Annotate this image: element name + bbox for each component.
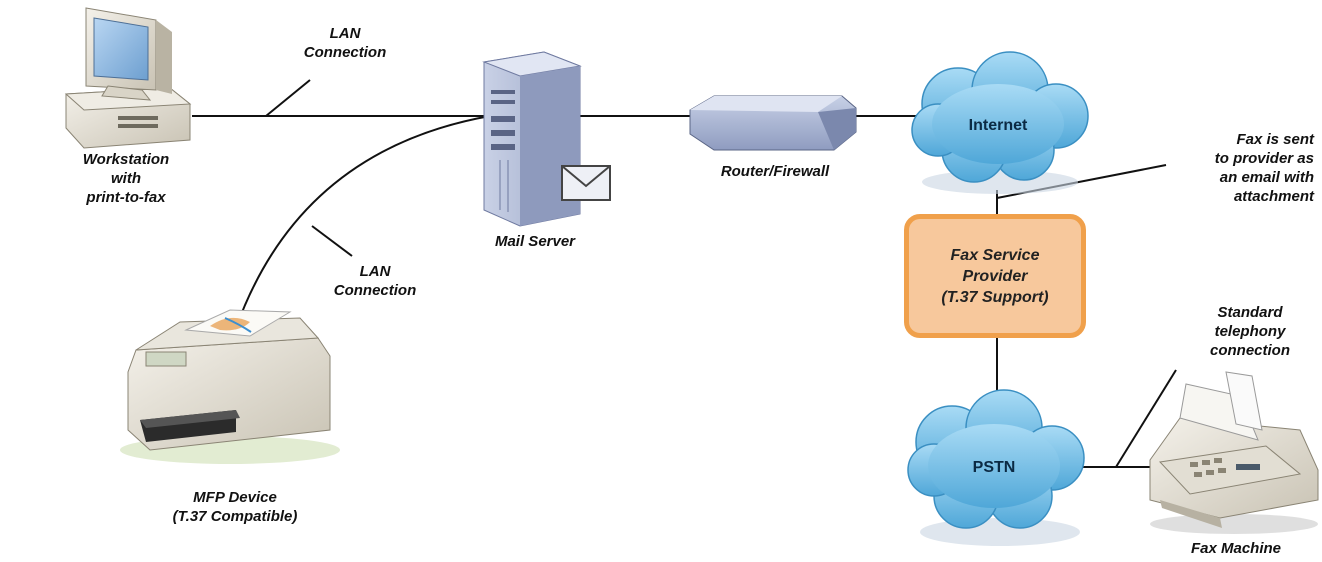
mfp-label-line-2: (T.37 Compatible) (172, 508, 298, 525)
workstation-label: Workstation with print-to-fax (66, 150, 186, 207)
lan-top-label-pointer (265, 79, 311, 117)
email-note-line-3: an email with (1219, 169, 1314, 186)
email-note-line-2: to provider as (1214, 150, 1314, 167)
fax-machine-icon (1149, 371, 1319, 534)
router-label: Router/Firewall (700, 162, 850, 181)
telephony-note-pointer (1115, 369, 1177, 468)
email-note-label: Fax is sent to provider as an email with… (1164, 130, 1314, 206)
mfp-label: MFP Device (T.37 Compatible) (145, 488, 325, 526)
mfp-label-line-1: MFP Device (193, 489, 277, 506)
envelope-icon (561, 165, 611, 201)
lan-top-label-line-1: LAN (329, 25, 361, 42)
workstation-icon (64, 7, 192, 149)
workstation-label-line-1: Workstation (82, 151, 170, 168)
telephony-note-line-2: telephony (1214, 323, 1286, 340)
connection-lines (192, 79, 1177, 468)
workstation-label-line-3: print-to-fax (86, 189, 166, 206)
email-note-line-1: Fax is sent (1236, 131, 1314, 148)
fax-machine-label: Fax Machine (1166, 539, 1306, 558)
mail-server-label: Mail Server (480, 232, 590, 251)
lan-bottom-label-line-1: LAN (359, 263, 391, 280)
fax-service-provider-box: Fax Service Provider (T.37 Support) (904, 214, 1086, 338)
provider-label-line-1: Fax Service (950, 246, 1040, 264)
lan-bottom-label-line-2: Connection (333, 282, 417, 299)
provider-label-line-2: Provider (962, 267, 1028, 285)
lan-top-label-line-2: Connection (303, 44, 387, 61)
fax-service-provider-label: Fax Service Provider (T.37 Support) (941, 245, 1048, 308)
telephony-note-line-1: Standard (1217, 304, 1283, 321)
mfp-printer-icon (120, 309, 340, 464)
fax-machine-label-text: Fax Machine (1190, 540, 1282, 557)
router-icon (689, 95, 857, 151)
pstn-cloud (907, 389, 1085, 546)
mail-server-label-text: Mail Server (494, 233, 576, 250)
email-note-line-4: attachment (1233, 188, 1314, 205)
provider-label-line-3: (T.37 Support) (941, 288, 1049, 306)
internet-label: Internet (968, 117, 1028, 134)
lan-bottom-label-pointer (311, 225, 353, 257)
router-label-text: Router/Firewall (720, 163, 830, 180)
internet-cloud (911, 51, 1089, 194)
workstation-label-line-2: with (111, 170, 141, 187)
lan-connection-top-label: LAN Connection (290, 24, 400, 62)
lan-connection-bottom-label: LAN Connection (320, 262, 430, 300)
lan-link-mfp-server (235, 115, 491, 329)
telephony-note-line-3: connection (1209, 342, 1290, 359)
telephony-note-label: Standard telephony connection (1180, 303, 1320, 360)
pstn-label: PSTN (972, 459, 1016, 476)
